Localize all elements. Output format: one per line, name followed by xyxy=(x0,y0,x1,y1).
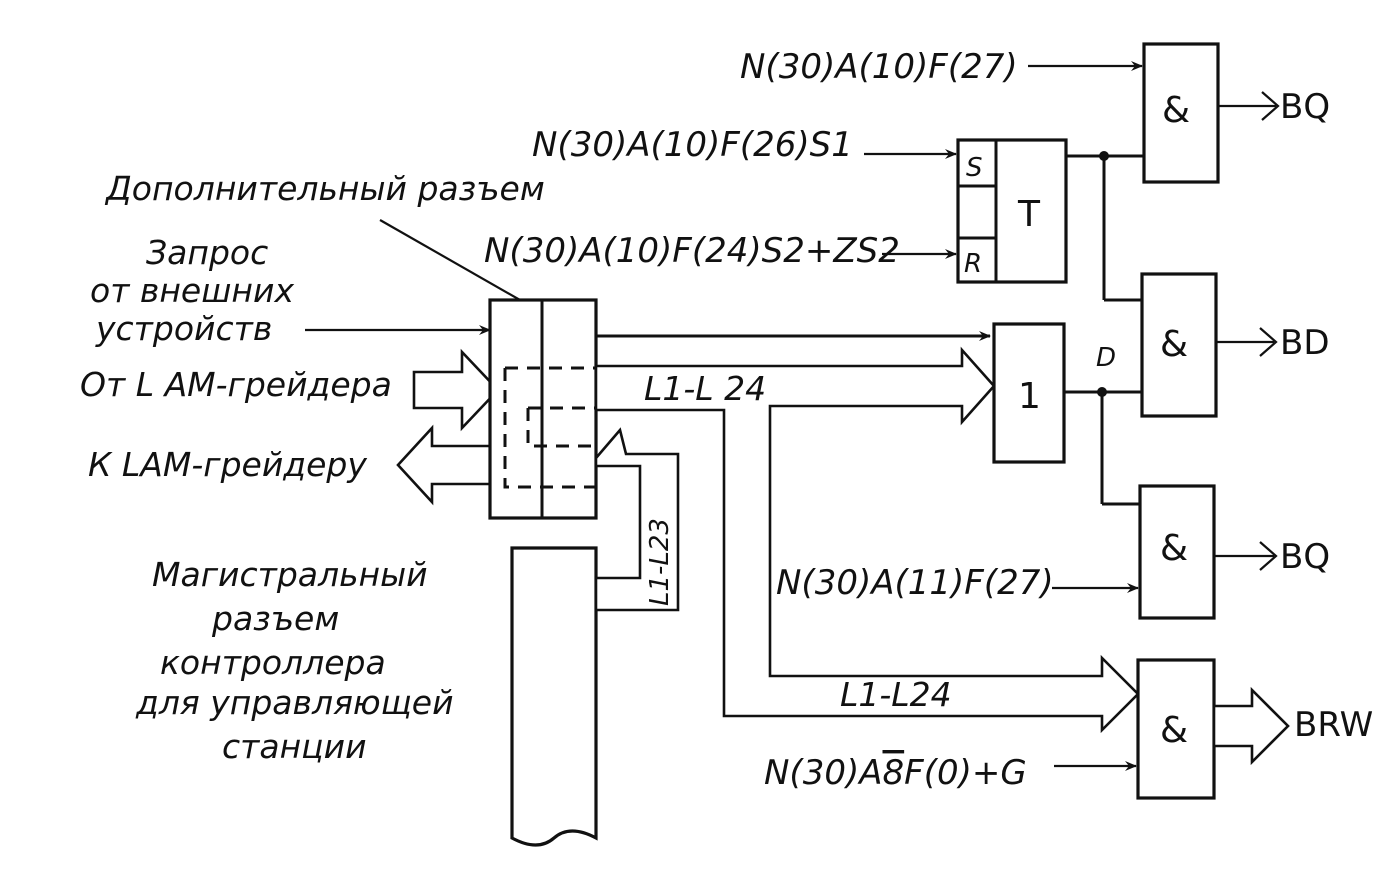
out-bq-top-label: BQ xyxy=(1280,87,1330,127)
main-connector-label-line5: станции xyxy=(222,727,367,766)
main-connector-label-line2: разъем xyxy=(211,599,339,638)
and-gate-bq-bottom xyxy=(1138,484,1216,620)
additional-connector-label: Дополнительный разъем xyxy=(104,169,545,208)
input-bottom-bq-label: N(30)A(11)F(27) xyxy=(776,563,1054,603)
and-gate-bq-bottom-symbol: & xyxy=(1160,528,1188,569)
out-brw-label: BRW xyxy=(1294,705,1373,745)
input-brw-label: N(30)A8F(0)+G xyxy=(764,753,1027,793)
and-gate-bd xyxy=(1140,272,1218,418)
out-bq-top-arrowhead xyxy=(1261,91,1280,121)
to-lam-label: К LAM-грейдеру xyxy=(88,445,367,484)
or-gate xyxy=(992,322,1066,464)
main-connector-label-line3: контроллера xyxy=(160,643,386,682)
from-lam-label: От L AM-грейдера xyxy=(80,365,392,404)
flip-flop-t xyxy=(956,138,1068,284)
main-connector-label-line1: Магистральный xyxy=(152,555,428,594)
out-brw-bus-arrow xyxy=(1212,686,1290,766)
request-label-line2: от внешних xyxy=(90,271,294,310)
input-top-bq-label: N(30)A(10)F(27) xyxy=(740,47,1018,87)
additional-connector-leader xyxy=(379,219,521,301)
request-label-line1: Запрос xyxy=(146,233,268,272)
to-lam-bus-arrow xyxy=(396,424,492,506)
main-connector xyxy=(510,546,598,847)
and-gate-bq-top xyxy=(1142,42,1220,184)
connector-dash-2 xyxy=(503,368,596,489)
l1-l23-bus xyxy=(594,427,680,612)
or-gate-symbol: 1 xyxy=(1018,376,1041,417)
out-bd-label: BD xyxy=(1280,323,1330,363)
out-bq-bottom-arrowhead xyxy=(1259,541,1278,571)
ff-junction xyxy=(1099,151,1109,161)
flip-flop-t-symbol: T xyxy=(1017,194,1041,235)
node-d-junction xyxy=(1097,387,1107,397)
request-label-line3: устройств xyxy=(95,309,272,348)
input-set-label: N(30)A(10)F(26)S1 xyxy=(532,125,853,165)
and-gate-brw-symbol: & xyxy=(1160,710,1188,751)
from-lam-bus-arrow xyxy=(412,348,500,432)
l1-l24-upper-label: L1-L 24 xyxy=(644,369,766,408)
flip-flop-r: R xyxy=(964,249,982,279)
out-bq-bottom-label: BQ xyxy=(1280,537,1330,577)
and-gate-bd-symbol: & xyxy=(1160,324,1188,365)
main-connector-label-line4: для управляющей xyxy=(135,683,454,722)
l1-l23-label: L1-L23 xyxy=(645,518,675,606)
l1-l24-lower-label: L1-L24 xyxy=(840,675,952,714)
flip-flop-s: S xyxy=(966,153,983,183)
l1-l24-bus xyxy=(594,346,1140,734)
and-gate-brw xyxy=(1136,658,1216,800)
connector-dash-4 xyxy=(526,408,596,448)
out-bd-arrowhead xyxy=(1259,327,1278,357)
input-reset-label: N(30)A(10)F(24)S2+ZS2 xyxy=(484,231,900,271)
and-gate-bq-top-symbol: & xyxy=(1162,90,1190,131)
node-d-label: D xyxy=(1096,343,1116,373)
